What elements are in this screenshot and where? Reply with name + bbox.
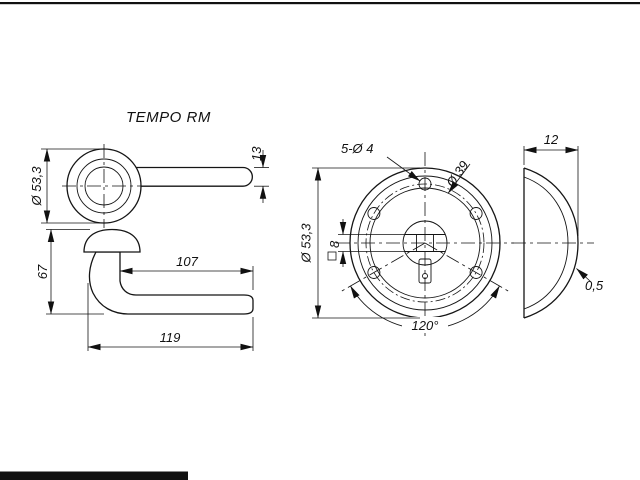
- dim-mount-holes: 5-Ø 4: [341, 141, 421, 182]
- dim-rosette-depth: 12: [523, 132, 579, 236]
- dim-grip-length-label: 107: [176, 254, 198, 269]
- dim-inner-diameter: Ø 39: [443, 158, 472, 194]
- dim-rosette-depth-label: 12: [544, 132, 559, 147]
- dim-total-length: 119: [87, 283, 254, 351]
- dim-rosette-diameter-label: Ø 53,3: [29, 166, 44, 207]
- lever-side-outline: [88, 251, 254, 315]
- dim-square-hole-label: 8: [327, 240, 342, 248]
- dim-hole-angle: 120°: [350, 285, 500, 333]
- rosette-profile-view: 12 0,5: [512, 132, 604, 319]
- radial-centerline-right: [424, 242, 512, 294]
- handle-side-view: 67 107 119: [35, 228, 254, 351]
- dim-rosette-outer-diameter: Ø 53,3: [299, 167, 420, 319]
- scan-artifact-bottom: [0, 471, 188, 480]
- lever-front-outline: [99, 166, 253, 187]
- dim-rosette-outer-diameter-label: Ø 53,3: [299, 223, 314, 264]
- dim-mount-holes-label: 5-Ø 4: [341, 141, 374, 156]
- dim-edge-thickness-label: 0,5: [585, 278, 604, 293]
- dim-inner-diameter-label: Ø 39: [443, 158, 472, 191]
- rosette-front-view: 120° Ø 53,3 5-Ø 4 Ø 39 8: [299, 141, 514, 336]
- dim-rosette-diameter: Ø 53,3: [29, 148, 100, 224]
- square-symbol: [327, 251, 337, 261]
- rosette-side-dome: [83, 228, 141, 253]
- handle-front-view: Ø 53,3 13: [29, 144, 269, 228]
- dim-square-hole: 8: [327, 219, 414, 267]
- drawing-title: TEMPO RM: [126, 109, 211, 126]
- rosette-outer-circle: [66, 148, 142, 224]
- dim-grip-length: 107: [119, 254, 254, 290]
- dome-outer-profile: [523, 167, 579, 319]
- dim-edge-thickness: 0,5: [576, 268, 604, 293]
- dim-handle-height-label: 67: [35, 264, 50, 279]
- mount-holes: [367, 177, 483, 279]
- dim-hole-angle-label: 120°: [412, 318, 439, 333]
- dim-handle-height: 67: [35, 229, 104, 315]
- dim-total-length-label: 119: [160, 330, 181, 345]
- scan-border-top: [0, 2, 640, 5]
- dim-lever-thickness-label: 13: [249, 146, 264, 161]
- radial-centerline-left: [338, 242, 426, 294]
- dim-lever-thickness: 13: [249, 146, 269, 203]
